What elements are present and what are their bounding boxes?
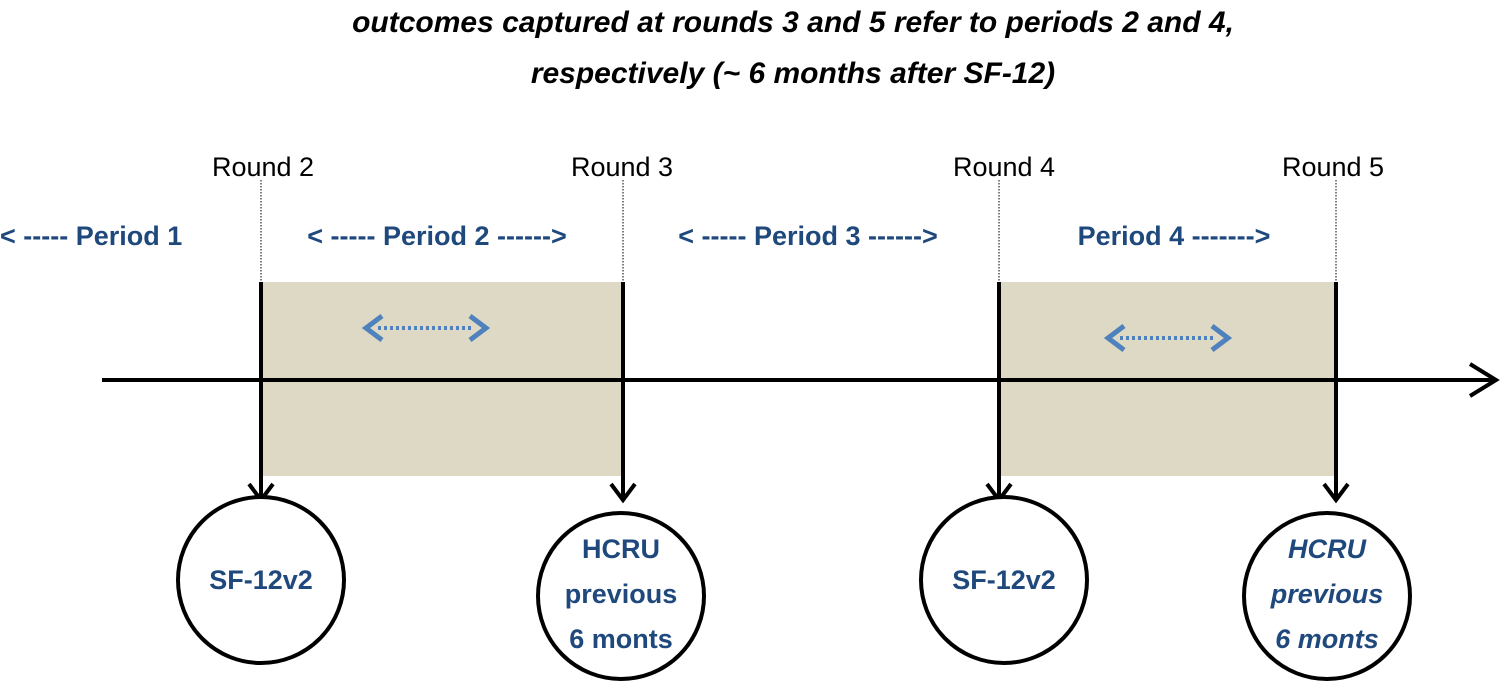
outcome-circle-round-3: HCRU previous 6 monts — [536, 511, 706, 681]
outcome-circle-round-2: SF-12v2 — [176, 495, 346, 665]
outcome-round-5-line-1: HCRU — [1288, 534, 1367, 564]
outcome-round-3-line-3: 6 monts — [569, 624, 673, 654]
outcome-round-2-line-1: SF-12v2 — [209, 565, 313, 595]
round-2-label: Round 2 — [212, 152, 314, 182]
timeline-arrow-head-icon — [1468, 362, 1500, 398]
period-4-label: Period 4 -------> — [1078, 221, 1271, 251]
period-4-double-arrow-icon — [1103, 324, 1233, 352]
round-3-down-arrow — [609, 282, 637, 504]
outcome-round-3-line-2: previous — [565, 579, 678, 609]
outcome-round-5-line-3: 6 monts — [1275, 624, 1379, 654]
diagram-title-line-2: respectively (~ 6 months after SF-12) — [531, 57, 1055, 90]
round-4-label: Round 4 — [953, 152, 1055, 182]
period-3-label: < ----- Period 3 ------> — [678, 221, 937, 251]
round-5-label: Round 5 — [1282, 152, 1384, 182]
outcome-circle-round-4: SF-12v2 — [919, 495, 1089, 665]
period-1-label: < ----- Period 1 — [0, 221, 182, 251]
period-2-double-arrow-icon — [361, 314, 491, 342]
outcome-round-5-line-2: previous — [1270, 579, 1384, 609]
period-2-label: < ----- Period 2 ------> — [307, 221, 566, 251]
outcome-round-4-line-1: SF-12v2 — [952, 565, 1056, 595]
round-3-label: Round 3 — [571, 152, 673, 182]
round-5-down-arrow — [1322, 282, 1350, 504]
outcome-round-3-line-1: HCRU — [582, 534, 660, 564]
outcome-circle-round-5: HCRU previous 6 monts — [1242, 511, 1412, 681]
diagram-title-line-1: outcomes captured at rounds 3 and 5 refe… — [352, 6, 1234, 39]
